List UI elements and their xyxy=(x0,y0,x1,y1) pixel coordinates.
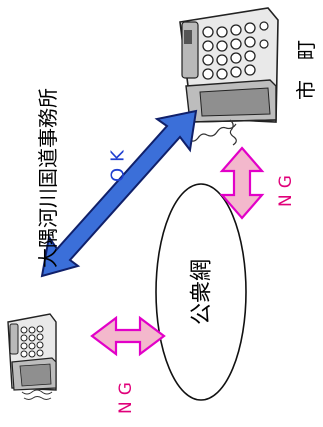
ng-label-bottom: NG xyxy=(116,376,136,414)
public-network-label: 公衆網 xyxy=(190,259,215,325)
town-label: 市 町 xyxy=(294,40,318,100)
public-network-ellipse xyxy=(155,183,247,401)
office-telephone-icon xyxy=(7,313,57,400)
ng-double-arrow-top xyxy=(219,146,265,220)
ok-double-arrow xyxy=(40,109,198,278)
ng-double-arrow-bottom xyxy=(90,315,166,357)
ok-label: OK xyxy=(108,144,129,182)
office-label: 大隅河川国道事務所 xyxy=(36,88,60,268)
ng-label-top: NG xyxy=(276,169,296,207)
town-telephone-icon xyxy=(179,7,279,146)
